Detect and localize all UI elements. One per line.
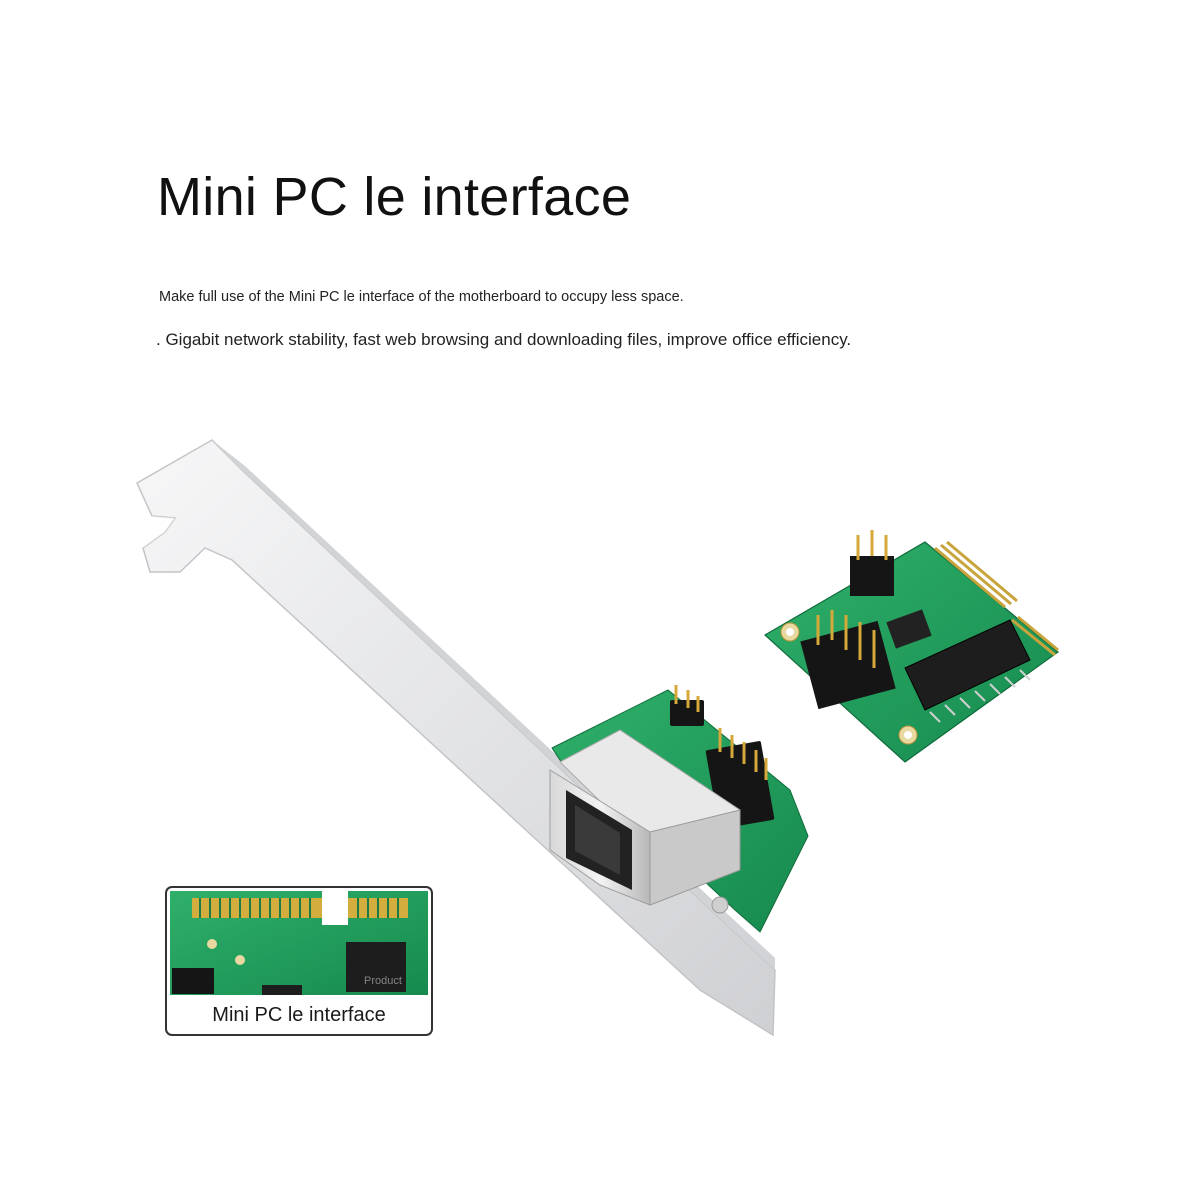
inset-caption: Mini PC le interface	[212, 1004, 386, 1026]
description-line-1: Make full use of the Mini PC le interfac…	[159, 289, 684, 305]
description-line-2: . Gigabit network stability, fast web br…	[156, 330, 852, 349]
rj45-jack	[549, 729, 741, 906]
mini-pcie-card	[763, 530, 1059, 763]
inset-watermark: Product	[364, 975, 402, 987]
page-title: Mini PC le interface	[157, 167, 632, 227]
inset-closeup	[165, 886, 433, 1036]
